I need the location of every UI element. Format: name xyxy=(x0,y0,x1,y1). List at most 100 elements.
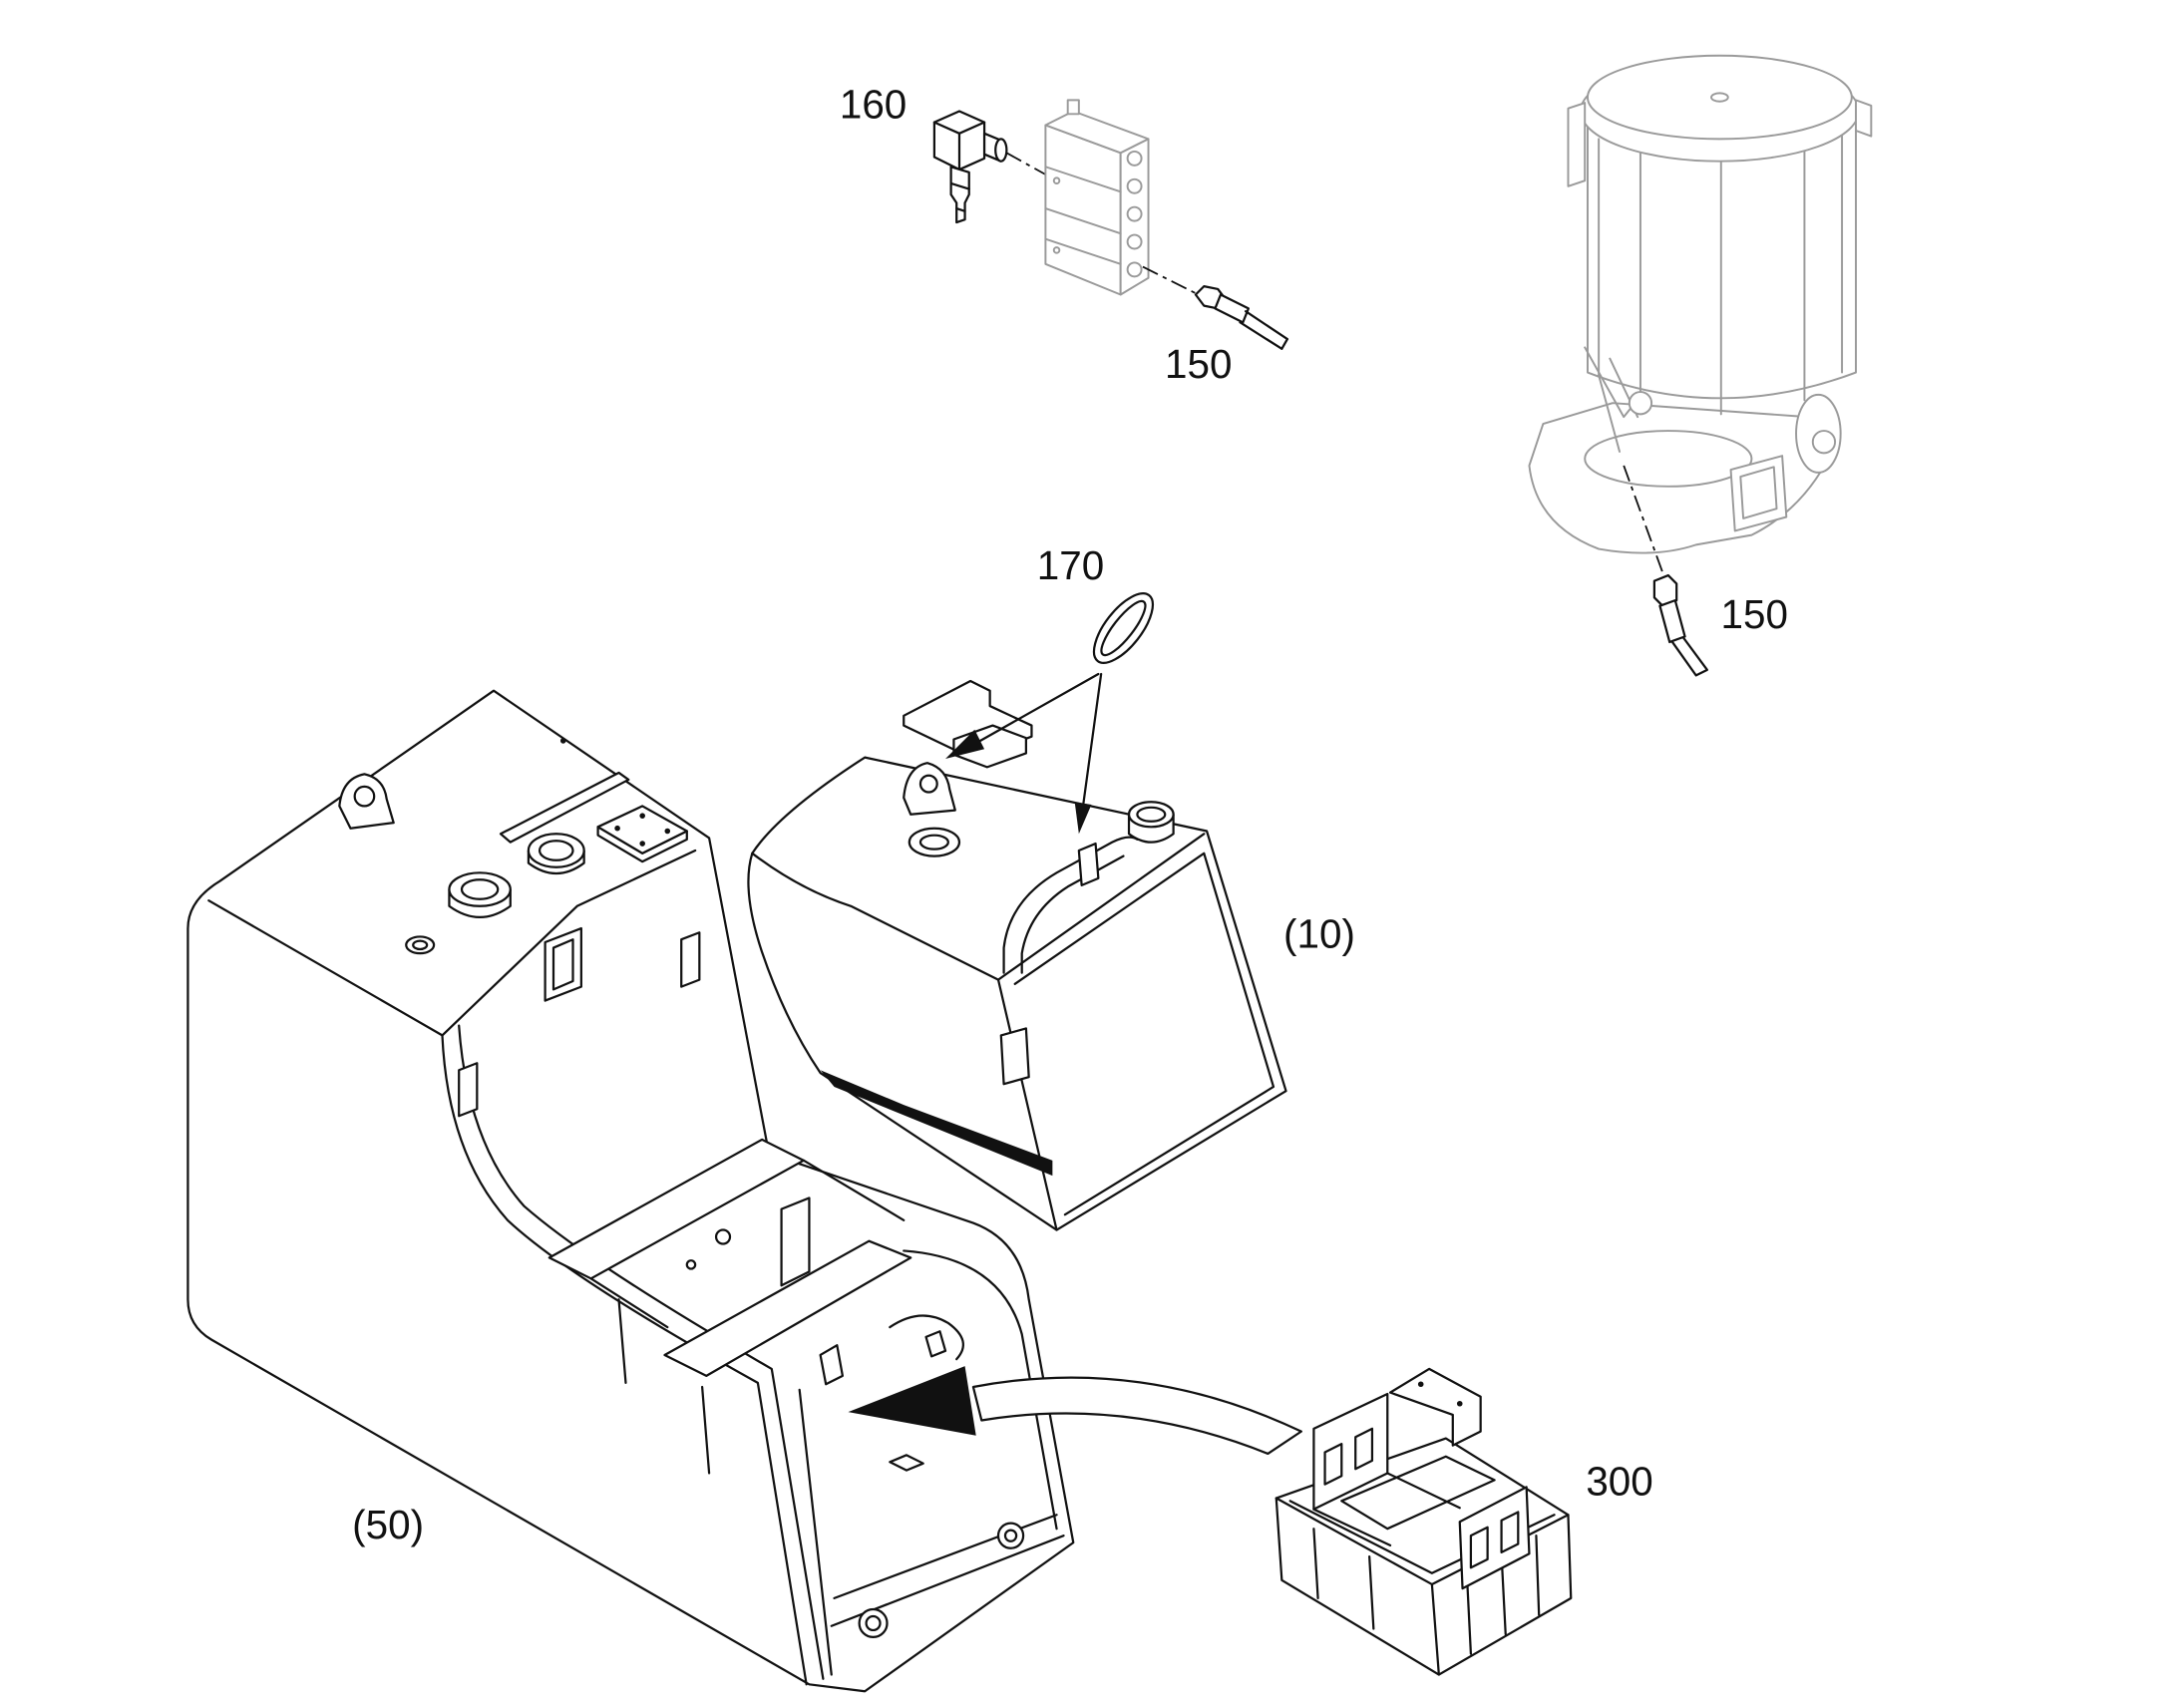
callout-150-pump: 150 xyxy=(1721,591,1788,637)
tank-hose-handle xyxy=(1002,836,1139,974)
switch-plug-end xyxy=(994,138,1008,163)
frame-bracket-inset xyxy=(551,938,574,991)
tank-front-tab xyxy=(999,1027,1030,1086)
frame-small-port-inner xyxy=(412,939,429,951)
frame-cover-plate-bolt xyxy=(614,825,620,832)
pump-side-tab xyxy=(1567,102,1587,187)
pump-housing-box xyxy=(1729,455,1788,532)
fitting-tube xyxy=(1670,636,1708,677)
tank-10 xyxy=(747,679,1287,1231)
frame-cross-beam xyxy=(663,1239,912,1377)
tank-front-panel-inset xyxy=(1013,852,1275,1216)
frame-inner-post xyxy=(701,1385,711,1475)
tank-port-inner xyxy=(918,834,949,851)
battery-bracket-slot xyxy=(1469,1526,1489,1569)
frame-rail xyxy=(802,1159,906,1221)
battery-bracket-slot xyxy=(1323,1443,1343,1486)
frame-mount-hole-inner xyxy=(865,1614,882,1632)
callout-170: 170 xyxy=(1037,542,1104,588)
leader-arrowhead xyxy=(945,729,985,760)
hose-clamp-band-inner xyxy=(1100,599,1147,657)
block-top-nipple xyxy=(1066,99,1080,116)
fitting-body xyxy=(1658,599,1686,644)
block-outlet xyxy=(1126,150,1143,167)
tank-outline xyxy=(747,756,1287,1231)
switch-stem-rings xyxy=(949,181,970,212)
frame-inner-post xyxy=(617,1298,627,1384)
callout-50: (50) xyxy=(352,1502,424,1547)
battery-bracket-slot xyxy=(1500,1511,1520,1554)
frame-port xyxy=(448,871,512,907)
battery-300 xyxy=(1274,1367,1573,1676)
block-outlet xyxy=(1126,233,1143,250)
tank-hose-handle-inner xyxy=(1020,854,1125,974)
block-front-face xyxy=(1044,124,1122,296)
leader-arrowhead xyxy=(1074,802,1092,835)
assembly-line-pump-fitting xyxy=(1623,465,1664,573)
distributor-block xyxy=(1044,99,1150,296)
pump-bowl xyxy=(1584,430,1753,488)
frame-cover-plate xyxy=(596,805,688,854)
frame-bracket xyxy=(680,931,701,988)
pump-reservoir-lid xyxy=(1587,54,1853,141)
tank-port xyxy=(908,827,961,857)
pump-reservoir-seams xyxy=(1598,135,1844,416)
hose-clamp-band xyxy=(1092,592,1155,664)
frame-lower-inner-vertical xyxy=(798,1388,833,1676)
frame-cover-plate-bolt xyxy=(664,828,671,835)
tank-top-front-edge xyxy=(751,833,1206,981)
hose-clamp-170 xyxy=(945,592,1155,835)
frame-inner-bracket xyxy=(780,1196,811,1287)
tank-hose-bracket xyxy=(1077,842,1100,886)
frame-small-port xyxy=(405,935,436,955)
leader-line-to-handle xyxy=(1081,672,1103,808)
pump-motor-hub xyxy=(1811,430,1837,455)
battery-bracket-top-tab xyxy=(1388,1367,1482,1447)
tank-shadow xyxy=(820,1070,1053,1177)
fitting-150-upper xyxy=(1194,285,1289,350)
pump-outlet-fitting xyxy=(1628,391,1653,416)
frame-lifting-eye-hole xyxy=(353,785,376,808)
pump-lid-center xyxy=(1710,92,1729,103)
frame-dot xyxy=(559,738,566,744)
battery-bracket-rails xyxy=(1312,1472,1461,1547)
frame-top-edge xyxy=(207,899,444,1037)
block-outlet xyxy=(1126,205,1143,222)
frame-wire xyxy=(889,1314,964,1361)
callout-160: 160 xyxy=(840,81,907,127)
tank-front-vertical-edge xyxy=(996,978,1058,1231)
block-outlet xyxy=(1126,261,1143,278)
fitting-150-pump xyxy=(1652,573,1708,677)
frame-pad xyxy=(889,1454,924,1472)
frame-hole xyxy=(685,1259,697,1270)
battery-bracket-front-plate xyxy=(1458,1486,1531,1590)
pump-motor xyxy=(1795,393,1842,474)
pump-side-tab xyxy=(1855,99,1873,138)
frame-50 xyxy=(186,689,1075,1693)
callout-150-upper: 150 xyxy=(1165,341,1232,387)
block-screw xyxy=(1052,246,1061,254)
frame-bracket xyxy=(458,1062,479,1118)
frame-cover-plate-bolt xyxy=(639,841,645,847)
leader-line-to-tank-eye xyxy=(969,672,1100,748)
pump-housing-box-inset xyxy=(1739,466,1778,519)
fitting-hex-nut xyxy=(1652,573,1678,607)
frame-mount-hole xyxy=(858,1607,889,1639)
frame-upright-inner xyxy=(903,1249,1058,1531)
block-section-lines xyxy=(1044,166,1122,265)
block-outlet xyxy=(1126,177,1143,194)
frame-cover-plate-bolt xyxy=(639,813,645,819)
frame-mount-hole-inner xyxy=(1003,1529,1018,1542)
callout-10: (10) xyxy=(1283,911,1355,957)
tank-filler-neck-inner xyxy=(1136,806,1167,823)
frame-slot-strip xyxy=(499,771,630,844)
battery-bracket-slot xyxy=(1354,1427,1374,1471)
frame-front-panel-curve xyxy=(441,1034,808,1686)
frame-bracket xyxy=(544,926,582,1002)
battery-bracket-hole xyxy=(1456,1400,1463,1407)
battery-location-arrow xyxy=(848,1366,1302,1456)
frame-connector xyxy=(924,1330,947,1358)
assembly-line-block-fitting xyxy=(1142,265,1200,296)
frame-hole xyxy=(714,1228,732,1245)
